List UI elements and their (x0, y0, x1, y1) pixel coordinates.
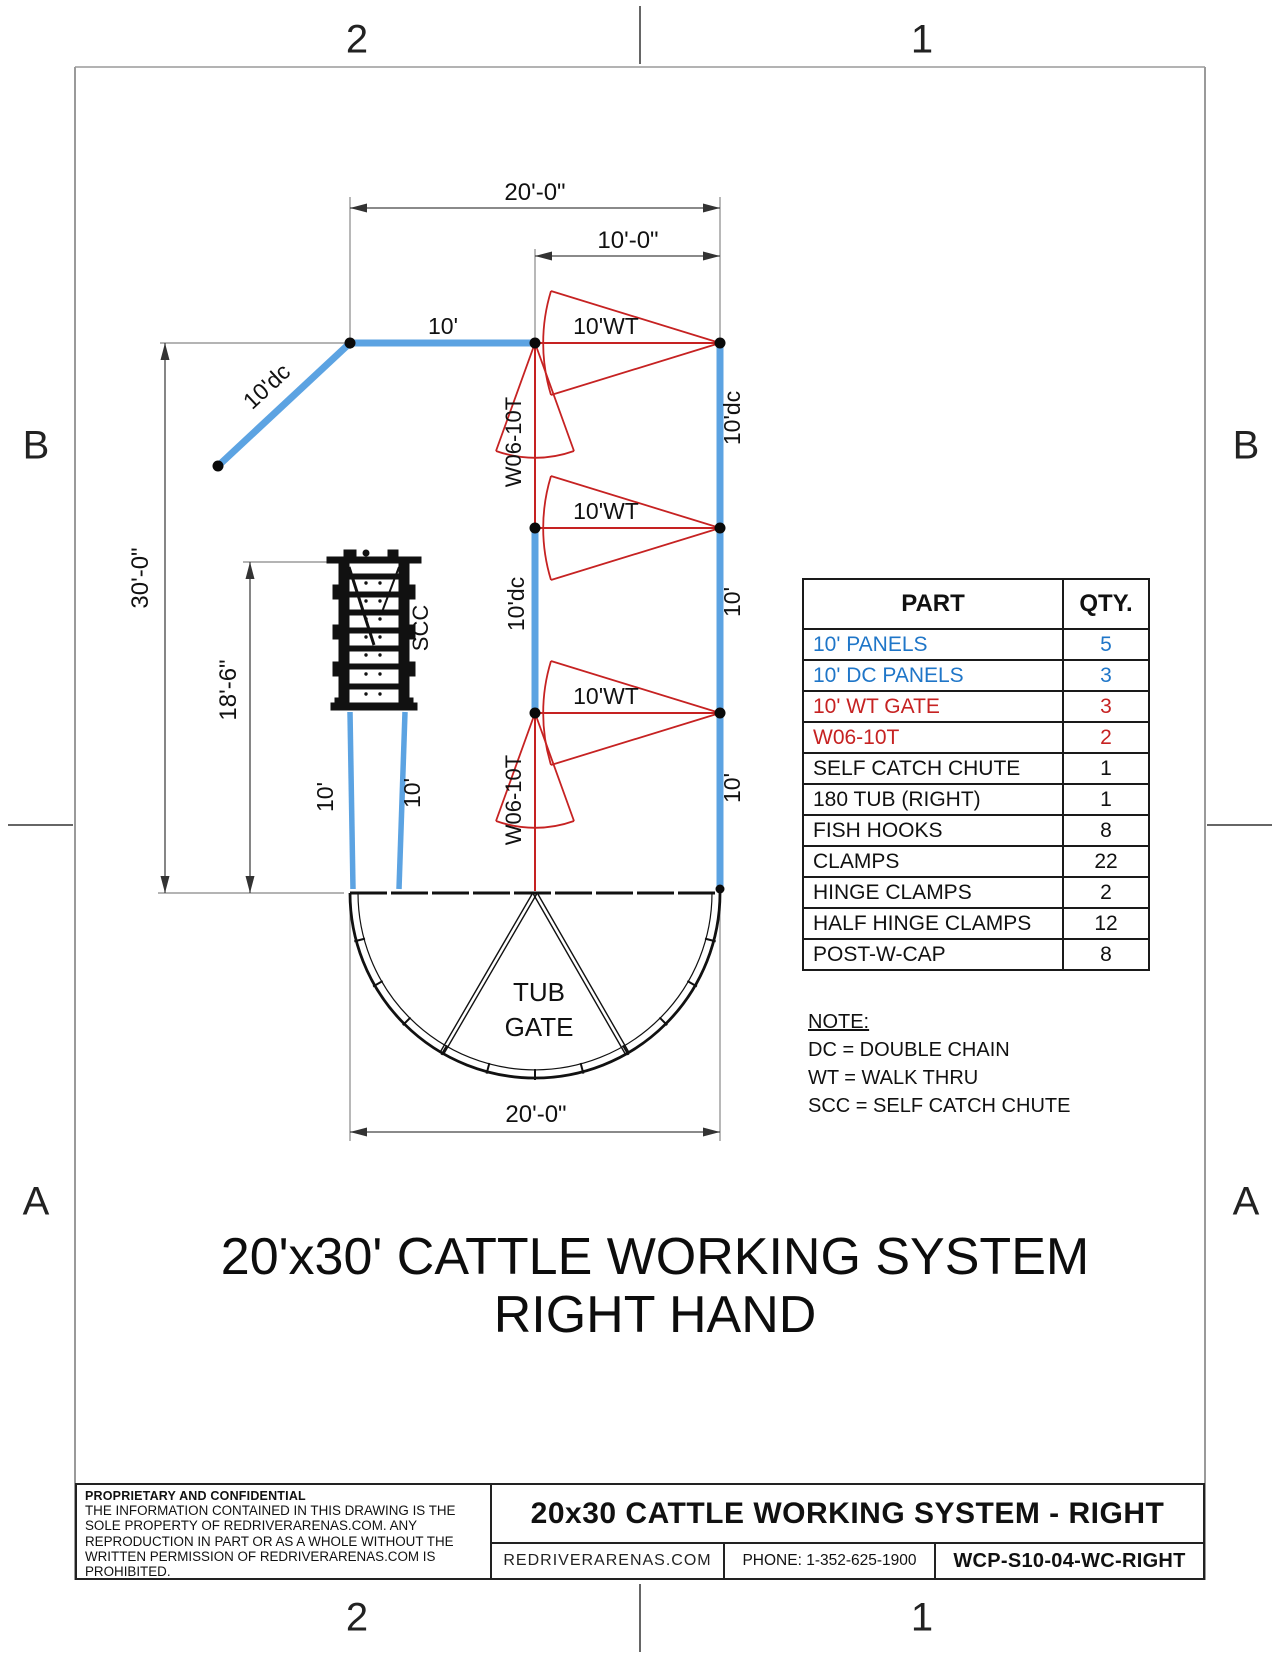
panel-top-label: 10' (428, 313, 458, 339)
zone-label-right-B: B (1232, 423, 1260, 468)
tub-gate-label-1: TUB (513, 977, 565, 1007)
titleblock-confidential-cell: PROPRIETARY AND CONFIDENTIAL THE INFORMA… (75, 1483, 492, 1580)
sheet-frame (74, 66, 1206, 1580)
zone-label-top-1: 1 (910, 17, 934, 62)
note-line: DC = DOUBLE CHAIN (808, 1039, 1010, 1061)
dim-bottom-label: 20'-0" (505, 1101, 566, 1128)
confidential-line: THE INFORMATION CONTAINED IN THIS DRAWIN… (85, 1503, 456, 1518)
chute-right-label: 10' (399, 778, 425, 808)
right-panel-label-1: 10'dc (719, 391, 745, 445)
tub (348, 891, 722, 1080)
note-line: WT = WALK THRU (808, 1067, 979, 1089)
titleblock-website-cell: REDRIVERARENAS.COM (490, 1542, 725, 1580)
drawing-title: 20'x30' CATTLE WORKING SYSTEM RIGHT HAND (75, 1228, 1235, 1344)
red-gates (495, 290, 721, 891)
zone-label-bottom-2: 2 (345, 1595, 369, 1640)
zone-label-right-A: A (1232, 1179, 1260, 1224)
confidential-line: PROHIBITED. (85, 1564, 171, 1580)
chute-panel-left (347, 711, 356, 890)
w06-gate-label-2: W06-10T (501, 755, 526, 845)
chute-panel-right (396, 711, 408, 890)
scc-label: SCC (408, 605, 433, 652)
titleblock-phone-cell: PHONE: 1-352-625-1900 (723, 1542, 936, 1580)
extension-lines (158, 197, 721, 1141)
panel-diagonal-10dc (215, 340, 353, 469)
confidential-heading: PROPRIETARY AND CONFIDENTIAL (85, 1489, 306, 1503)
chute-left-label: 10' (312, 782, 338, 812)
tub-gate-leaves (439, 891, 630, 1055)
wt-gate-label-2: 10'WT (573, 498, 639, 524)
drawing-title-line2: RIGHT HAND (493, 1286, 817, 1344)
self-catch-chute-graphic (326, 549, 422, 711)
wt-gate-fan (542, 290, 721, 766)
post-dots (212, 337, 726, 894)
w06-gate-fan (495, 342, 575, 829)
dim-left-label: 30'-0" (127, 547, 154, 608)
zone-divider-ticks (8, 6, 1272, 1652)
panel-mid-dc-label: 10'dc (503, 577, 529, 631)
w06-gate-label-1: W06-10T (501, 397, 526, 487)
blue-panels (215, 339, 724, 891)
note-block: NOTE: DC = DOUBLE CHAIN WT = WALK THRU S… (808, 1008, 1070, 1120)
wt-gate-label-1: 10'WT (573, 313, 639, 339)
parts-table-header: PART QTY. (802, 578, 1150, 630)
parts-header-part: PART (802, 578, 1064, 630)
zone-label-left-A: A (22, 1179, 50, 1224)
dim-left-inner-label: 18'-6" (215, 659, 242, 720)
dim-top-label: 20'-0" (504, 179, 565, 206)
dim-top-inner-label: 10'-0" (597, 227, 658, 254)
dimension-arrows (160, 203, 720, 1137)
zone-label-left-B: B (22, 423, 50, 468)
right-panel-label-2: 10' (719, 587, 745, 617)
zone-label-bottom-1: 1 (910, 1595, 934, 1640)
confidential-line: REPRODUCTION IN PART OR AS A WHOLE WITHO… (85, 1533, 454, 1549)
wt-gate-label-3: 10'WT (573, 683, 639, 709)
parts-header-qty: QTY. (1062, 578, 1150, 630)
right-panel-label-3: 10' (719, 773, 745, 803)
note-title: NOTE: (808, 1011, 870, 1033)
titleblock-partnumber-cell: WCP-S10-04-WC-RIGHT (934, 1542, 1205, 1580)
table-row: 180 TUB (RIGHT)1 (802, 783, 1150, 816)
titleblock-title-cell: 20x30 CATTLE WORKING SYSTEM - RIGHT (490, 1483, 1205, 1544)
drawing-title-line1: 20'x30' CATTLE WORKING SYSTEM (220, 1228, 1090, 1286)
confidential-line: WRITTEN PERMISSION OF REDRIVERARENAS.COM… (85, 1548, 436, 1564)
tub-panel-ticks (354, 937, 716, 1080)
confidential-line: SOLE PROPERTY OF REDRIVERARENAS.COM. ANY (85, 1518, 418, 1534)
tub-gate-label-2: GATE (505, 1012, 574, 1042)
zone-label-top-2: 2 (345, 17, 369, 62)
dimension-lines (164, 207, 720, 1133)
note-line: SCC = SELF CATCH CHUTE (808, 1095, 1071, 1117)
